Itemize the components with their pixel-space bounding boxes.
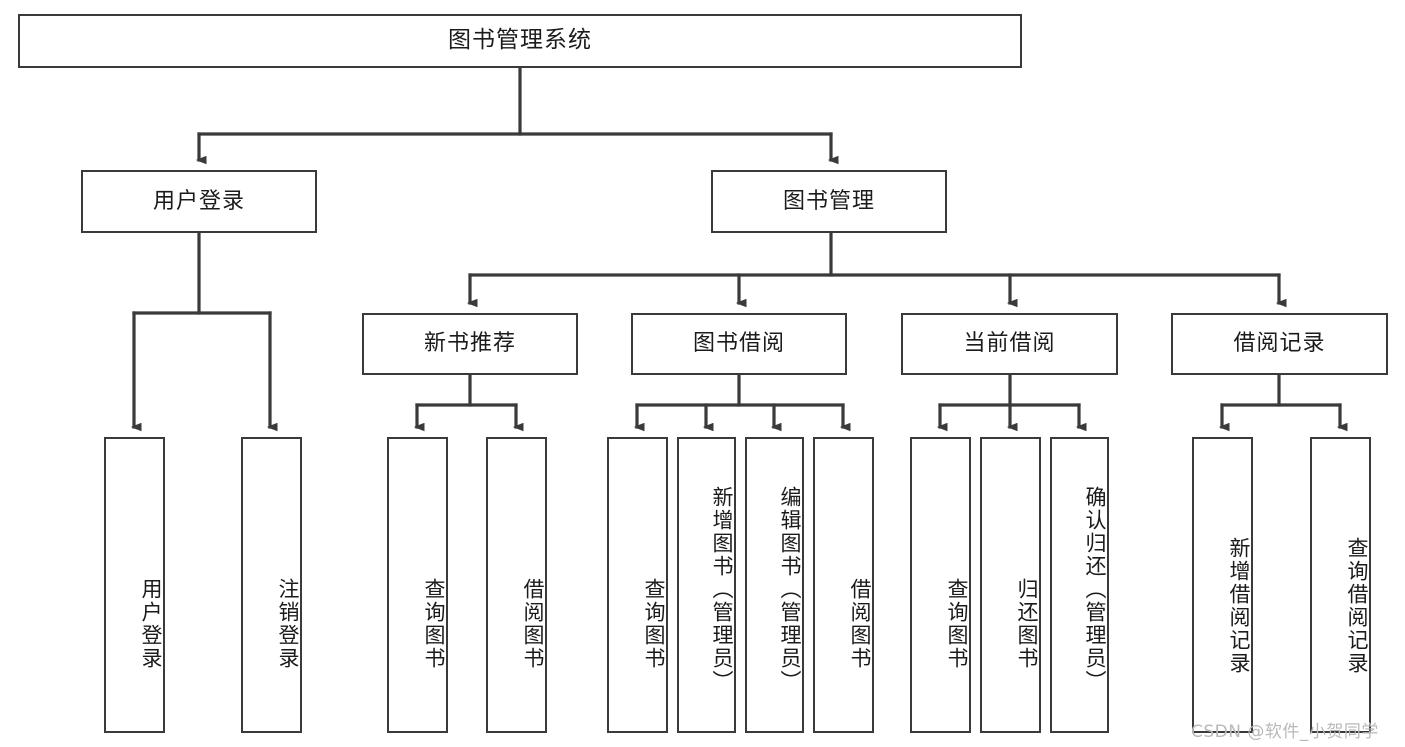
node-new-book-recommend: 新书推荐 [362,313,578,375]
node-leaf-query-borrow-record: 查询借阅记录 [1310,437,1371,733]
node-label: 查询图书 [422,578,446,670]
node-label: 图书管理 [782,188,875,214]
node-leaf-add-borrow-record: 新增借阅记录 [1192,437,1253,733]
edges-userlogin-to-leaves [134,231,270,427]
node-label: 查询图书 [945,578,969,670]
node-borrow-record: 借阅记录 [1171,313,1388,375]
edges-bookborrow-to-leaves [637,373,843,427]
node-leaf-user-login: 用户登录 [104,437,165,733]
node-label: 借阅记录 [1233,331,1326,357]
node-label: 注销登录 [276,578,300,670]
node-book-borrow: 图书借阅 [631,313,847,375]
edges-bookmanage-to-level2 [470,231,1279,303]
node-label: 确认归还（管理员） [1083,485,1107,693]
node-label: 编辑图书（管理员） [778,485,802,693]
node-label: 借阅图书 [521,578,545,670]
node-label: 归还图书 [1015,578,1039,670]
node-current-borrow: 当前借阅 [901,313,1118,375]
node-leaf-add-book: 新增图书（管理员） [677,437,736,733]
node-leaf-query-book-current: 查询图书 [910,437,971,733]
node-root-system: 图书管理系统 [18,14,1022,68]
edges-currentborrow-to-leaves [940,373,1079,427]
node-label: 查询图书 [642,578,666,670]
node-label: 借阅图书 [848,578,872,670]
node-label: 图书管理系统 [448,27,592,54]
edges-newbook-to-leaves [417,373,516,427]
node-leaf-query-book-newbook: 查询图书 [387,437,448,733]
node-leaf-return-book: 归还图书 [980,437,1041,733]
node-leaf-confirm-return: 确认归还（管理员） [1050,437,1109,733]
node-label: 新增借阅记录 [1227,537,1251,675]
node-user-login: 用户登录 [81,170,317,233]
node-leaf-logout: 注销登录 [241,437,302,733]
node-label: 查询借阅记录 [1345,537,1369,675]
node-label: 用户登录 [139,578,163,670]
node-leaf-borrow-book-borrow: 借阅图书 [813,437,874,733]
node-leaf-query-book-borrow: 查询图书 [607,437,668,733]
watermark-text: CSDN @软件_小贺同学 [1191,722,1379,742]
node-label: 用户登录 [152,188,245,214]
node-leaf-edit-book: 编辑图书（管理员） [745,437,804,733]
node-label: 图书借阅 [692,331,785,357]
node-book-management: 图书管理 [711,170,947,233]
node-leaf-borrow-book-newbook: 借阅图书 [486,437,547,733]
node-label: 当前借阅 [963,331,1056,357]
edges-borrowrecord-to-leaves [1222,373,1340,427]
node-label: 新书推荐 [423,331,516,357]
edges-root-to-level1 [199,66,831,160]
node-label: 新增图书（管理员） [710,485,734,693]
